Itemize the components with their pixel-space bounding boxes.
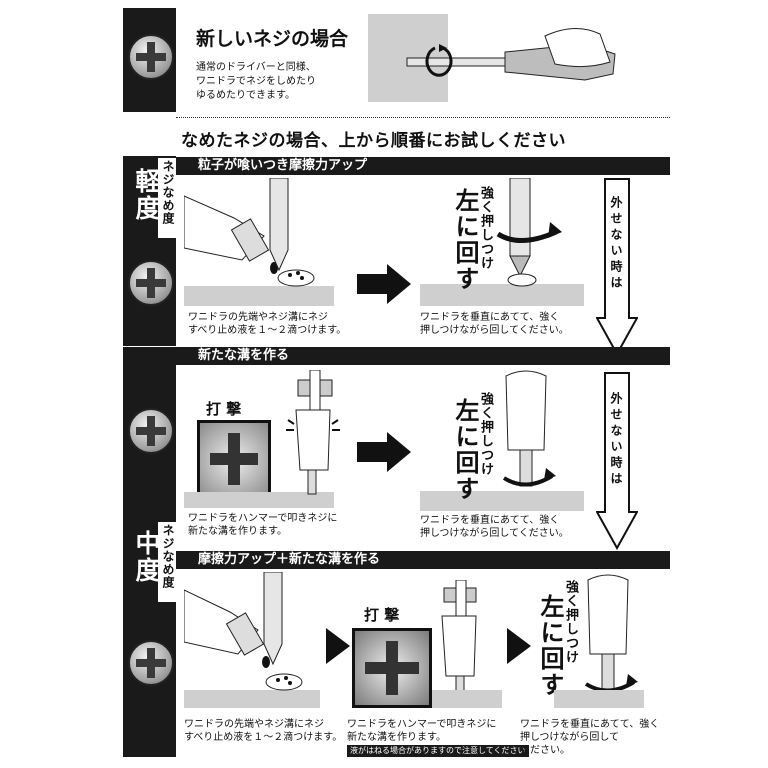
- step2-right-surface: [420, 491, 584, 511]
- dotted-divider: [176, 117, 670, 118]
- step3-push-small: 強く押しつけ: [563, 580, 578, 664]
- step2-screw-closeup: [197, 420, 271, 500]
- step2-push-small: 強く押しつけ: [478, 392, 493, 476]
- side-arrow-2-text: 外せない時は: [609, 392, 623, 488]
- screw-light-icon: [128, 260, 174, 306]
- level-medium-big: 中度: [132, 530, 161, 584]
- step1-push-small: 強く押しつけ: [478, 186, 493, 270]
- step1-left-caption: ワニドラの先端やネジ溝にネジすべり止め液を１〜２滴つけます。: [188, 312, 347, 336]
- step3-right-caption: ワニドラを垂直にあてて、強く押しつけながら回してください。: [520, 719, 660, 756]
- top-description: 通常のドライバーと同様、 ワニドラでネジをしめたり ゆるめたりできます。: [196, 62, 316, 101]
- step2-strike-label: 打 撃: [206, 400, 242, 418]
- screw-new-icon: [128, 34, 174, 80]
- step3-warning-note: 液がはねる場合がありますので注意してください: [347, 745, 529, 757]
- step1-bar: 粒子が喰いつき摩擦力アップ: [176, 157, 670, 175]
- step2-bar: 新たな溝を作る: [176, 347, 670, 365]
- step1-left-surface: [184, 286, 334, 306]
- side-arrow-2: [596, 372, 638, 550]
- step3-left-caption: ワニドラの先端やネジ溝にネジすべり止め液を１〜２滴つけます。: [184, 719, 343, 743]
- step2-arrow-right-icon: [357, 432, 411, 472]
- step3-right-surface: [554, 690, 644, 708]
- top-title: 新しいネジの場合: [196, 28, 349, 50]
- level-light-tab: [158, 158, 180, 238]
- level-light-small: ネジなめ度: [161, 160, 175, 225]
- step3-screw-closeup: [352, 628, 432, 708]
- step1-right-caption: ワニドラを垂直にあてて、強く押しつけながら回してください。: [420, 312, 569, 336]
- driver-hand-illustration: [406, 28, 616, 81]
- step1-right-surface: [420, 284, 584, 306]
- step3-mid-surface: [432, 690, 502, 708]
- step1-arrow-right-icon: [357, 264, 411, 304]
- screw-medium-icon-2: [128, 640, 174, 686]
- screw-medium-icon-1: [128, 408, 174, 454]
- step3-strike-label: 打 撃: [364, 606, 400, 624]
- step3-arrow-right-icon-1: [326, 628, 350, 664]
- section-heading: なめたネジの場合、上から順番にお試しください: [181, 131, 566, 151]
- step3-driver-rotate: [584, 574, 638, 693]
- side-arrow-1-text: 外せない時は: [609, 196, 623, 292]
- step2-left-caption: ワニドラをハンマーで叩きネジに新たな溝を作ります。: [188, 513, 338, 537]
- step2-push-big: 左に回す: [451, 398, 479, 502]
- step3-mid-caption: ワニドラをハンマーで叩きネジに新たな溝を作ります。: [347, 719, 497, 743]
- step1-driver-rotate: [496, 178, 562, 287]
- step3-bar: 摩擦力アップ＋新たな溝を作る: [176, 551, 670, 569]
- step2-right-caption: ワニドラを垂直にあてて、強く押しつけながら回してください。: [420, 515, 569, 539]
- level-light-big: 軽度: [132, 168, 161, 222]
- step1-push-big: 左に回す: [451, 188, 479, 292]
- level-medium-small: ネジなめ度: [161, 524, 175, 589]
- step3-bottle-driver: [184, 572, 303, 691]
- level-medium-tab: [158, 522, 180, 602]
- step3-push-big: 左に回す: [536, 594, 564, 698]
- step3-left-surface: [184, 690, 320, 708]
- step1-bottle-driver: [184, 178, 315, 287]
- step2-hammer-driver: [286, 370, 340, 495]
- side-arrow-1: [596, 178, 638, 356]
- step3-hammer-driver: [441, 580, 477, 705]
- step3-arrow-right-icon-2: [507, 628, 531, 664]
- step2-left-surface: [184, 492, 334, 508]
- step2-driver-rotate: [502, 370, 556, 487]
